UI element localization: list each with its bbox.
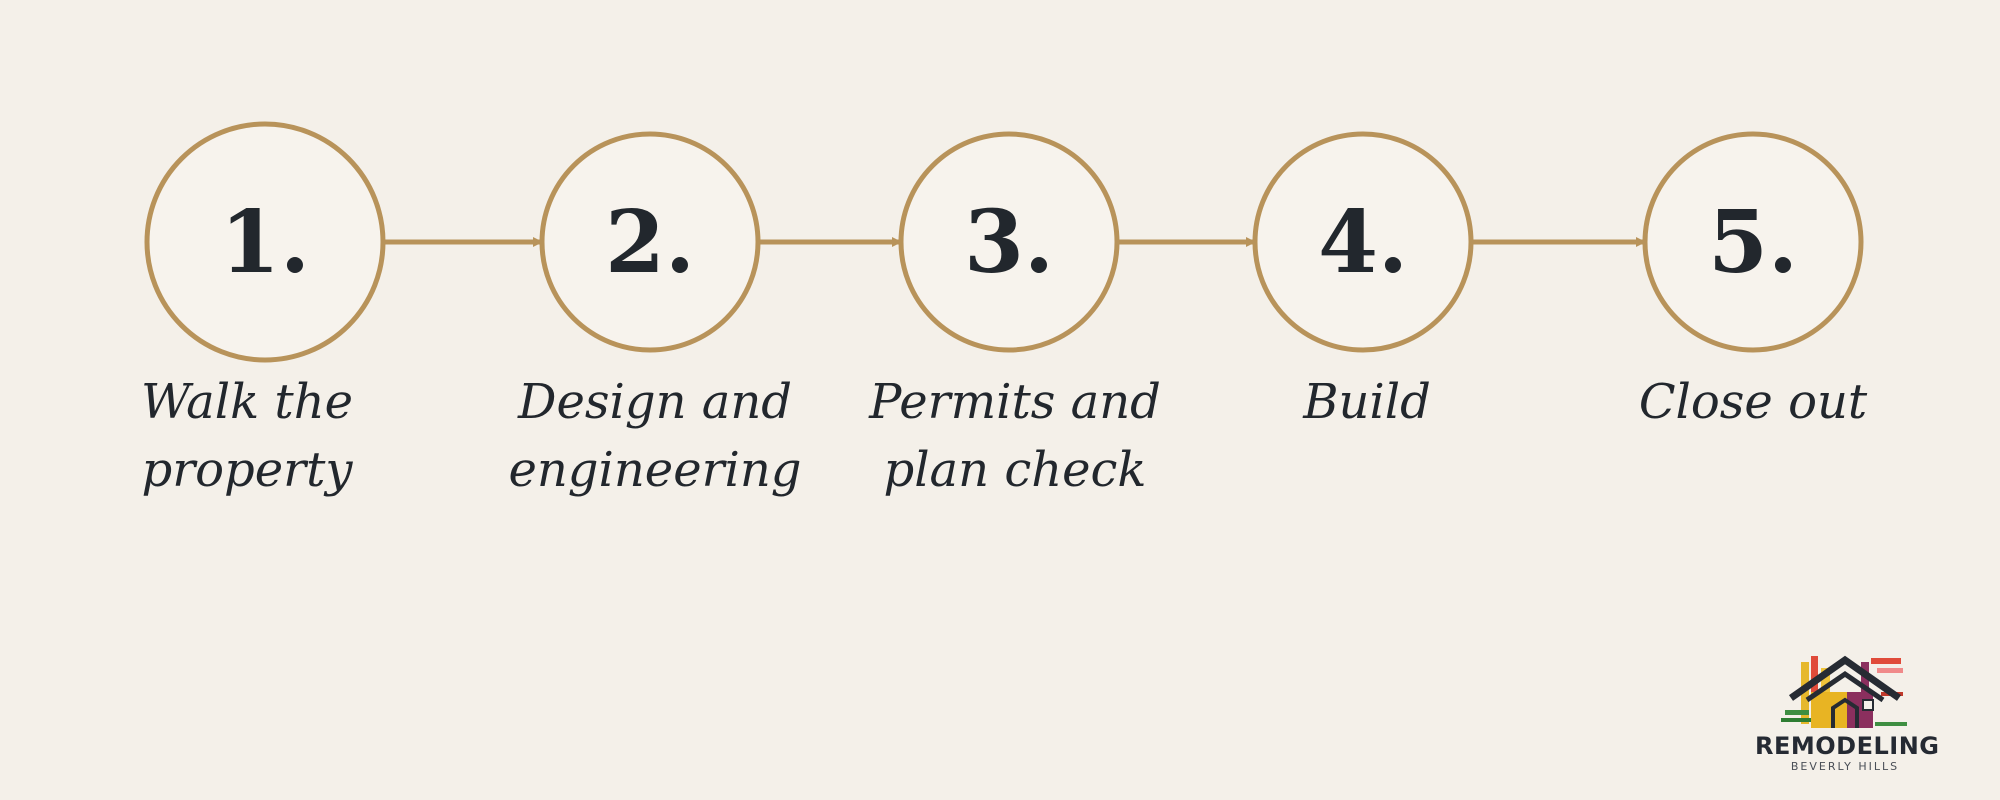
step-label: Permits and — [868, 374, 1161, 430]
step-number: 2. — [605, 192, 695, 293]
step-circle — [1642, 131, 1864, 353]
process-step: 2. Design and engineering — [508, 131, 802, 498]
process-step: 5. Close out — [1639, 131, 1868, 430]
step-label: engineering — [508, 442, 801, 498]
step-label: Design and — [517, 374, 792, 430]
logo-subtitle: BEVERLY HILLS — [1790, 760, 1900, 773]
company-logo: REMODELING BEVERLY HILLS — [1755, 652, 1940, 784]
step-label: property — [141, 442, 353, 498]
step-circle — [144, 121, 386, 363]
process-step: 3. Permits and plan check — [868, 131, 1161, 498]
step-label: Close out — [1639, 374, 1868, 430]
step-circle — [898, 131, 1120, 353]
step-circle — [1252, 131, 1474, 353]
step-number: 4. — [1318, 192, 1408, 293]
process-step: 4. Build — [1252, 131, 1474, 430]
logo-wordmark: REMODELING — [1755, 732, 1940, 760]
step-circle — [539, 131, 761, 353]
step-label: Walk the — [141, 374, 353, 430]
step-number: 1. — [220, 192, 310, 293]
step-number: 3. — [964, 192, 1054, 293]
step-number: 5. — [1708, 192, 1798, 293]
step-label: plan check — [883, 442, 1146, 498]
house-icon — [1781, 655, 1907, 728]
process-step: 1. Walk the property — [141, 121, 386, 498]
step-label: Build — [1302, 374, 1431, 430]
